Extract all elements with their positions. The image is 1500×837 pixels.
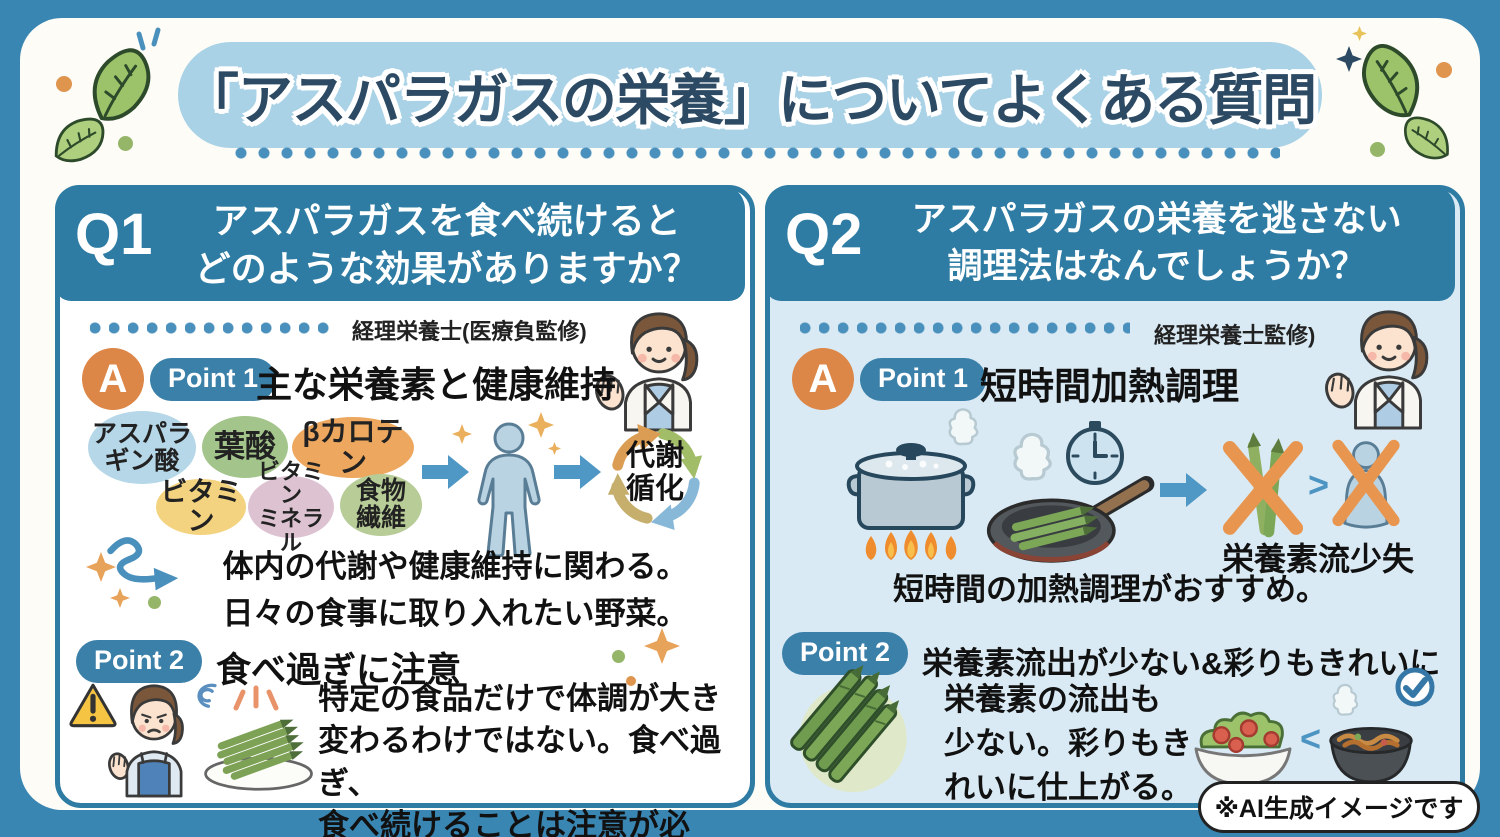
decor-dot-green: [148, 596, 161, 609]
q1-supervisor-note: 経理栄養士(医療負監修): [352, 319, 587, 344]
nutritionist-icon: [1320, 310, 1429, 430]
crossed-person-icon: [1332, 439, 1400, 529]
nutrient-bubble: 食物 繊維: [340, 474, 422, 536]
q1-point1-badge: Point 1: [150, 358, 277, 401]
q2-point1-heading: 短時間加熱調理: [980, 366, 1239, 407]
q2-panel: Q2 アスパラガスの栄養を逃さない 調理法はなんでしょうか？ 経理栄養士監修) …: [765, 185, 1465, 808]
answer-badge: A: [82, 348, 144, 410]
decor-dot-green: [1370, 142, 1385, 157]
q2-label: Q2: [785, 202, 863, 267]
person-silhouette-icon: [477, 422, 541, 558]
title-dotted-divider: [235, 146, 1280, 160]
q2-point2-badge: Point 2: [782, 632, 909, 675]
pot-icon: [846, 443, 976, 560]
decor-dot-green: [612, 650, 625, 663]
sparkle-icon: [528, 412, 554, 438]
asparagus-bundle-icon: [790, 665, 907, 793]
decor-dot-orange: [1436, 62, 1452, 78]
title-banner: 「アスパラガスの栄養」についてよくある質問: [178, 42, 1322, 148]
comparison-gt: >: [1308, 464, 1330, 505]
right-arrow-icon: [1160, 473, 1207, 507]
noodle-bowl-icon: [1329, 726, 1413, 784]
frying-pan-icon: [986, 476, 1155, 563]
cycle-label: 代謝 循化: [625, 440, 684, 506]
sparkle-icon: [110, 588, 130, 608]
dizzy-icon: [197, 683, 217, 708]
sparkle-icon: [1336, 46, 1362, 72]
q1-point1-description: 体内の代謝や健康維持に関わる。 日々の食事に取り入れたい野菜。: [222, 549, 688, 631]
decor-dot-orange: [626, 676, 636, 686]
metabolism-cycle-icon: [607, 423, 703, 531]
sparkle-icon: [644, 628, 680, 664]
right-arrow-icon: [554, 455, 601, 489]
sparkle-icon: [1352, 26, 1367, 41]
comparison-lt: <: [1300, 718, 1322, 759]
nutrient-bubble: ビタミン: [156, 477, 246, 536]
answer-badge: A: [792, 348, 854, 410]
nutrient-bubble: 葉酸: [202, 416, 288, 478]
loss-label: 栄養素流少失: [1221, 541, 1414, 577]
q1-question: アスパラガスを食べ続けると どのような効果がありますか？: [194, 200, 699, 289]
q2-point1-description: 短時間の加熱調理がおすすめ。: [893, 572, 1327, 607]
q2-question: アスパラガスの栄養を逃さない 調理法はなんでしょうか？: [911, 200, 1402, 286]
nutrient-bubble: ビタミン ミネラル: [248, 459, 334, 554]
squiggle-arrow-icon: [107, 537, 179, 591]
sparkle-icon: [86, 552, 116, 582]
page-title: 「アスパラガスの栄養」についてよくある質問: [183, 69, 1317, 131]
worried-woman-icon: [108, 684, 184, 798]
warning-icon: [69, 683, 117, 728]
steam-icon: [948, 408, 979, 446]
accent-ticks-icon: [136, 27, 161, 51]
q2-point2-heading: 栄養素流出が少ない&彩りもきれいに: [922, 646, 1441, 681]
clock-icon: [1066, 421, 1124, 485]
ai-note-pill: ※AI生成イメージです: [1198, 781, 1480, 833]
q2-point2-description: 栄養素の流出も 少ない。彩りもき れいに仕上がる。: [944, 682, 1192, 806]
decor-dot-orange: [56, 76, 72, 92]
checkmark-icon: [1395, 667, 1435, 707]
q1-point2-heading: 食べ過ぎに注意: [216, 651, 462, 690]
q1-point2-badge: Point 2: [76, 640, 203, 683]
q1-label: Q1: [75, 202, 153, 267]
salad-bowl-icon: [1194, 711, 1292, 786]
q2-point1-badge: Point 1: [860, 358, 987, 401]
nutrient-bubble: アスパラ ギン酸: [88, 411, 196, 484]
emphasis-icon: [233, 685, 279, 711]
q2-supervisor-note: 経理栄養士監修): [1154, 323, 1316, 348]
crossed-asparagus-icon: [1222, 432, 1304, 538]
q1-header: Q1 アスパラガスを食べ続けると どのような効果がありますか？: [55, 185, 745, 301]
dotted-leader: [800, 322, 1130, 334]
q2-header: Q2 アスパラガスの栄養を逃さない 調理法はなんでしょうか？: [765, 185, 1455, 301]
asparagus-plate-icon: [204, 719, 313, 791]
ai-note-text: ※AI生成イメージです: [1214, 795, 1464, 823]
sparkle-icon: [452, 424, 472, 444]
q1-panel: Q1 アスパラガスを食べ続けると どのような効果がありますか？ 経理栄養士(医療…: [55, 185, 755, 837]
dotted-leader: [90, 322, 335, 334]
q1-point2-description: 特定の食品だけで体調が大き 変わるわけではない。食べ過ぎ、 食べ続けることは注意…: [318, 681, 721, 837]
q1-point1-heading: 主な栄養素と健康維持: [256, 364, 617, 405]
nutrient-bubble: βカロテン: [292, 417, 414, 478]
decor-dot-green: [118, 136, 133, 151]
